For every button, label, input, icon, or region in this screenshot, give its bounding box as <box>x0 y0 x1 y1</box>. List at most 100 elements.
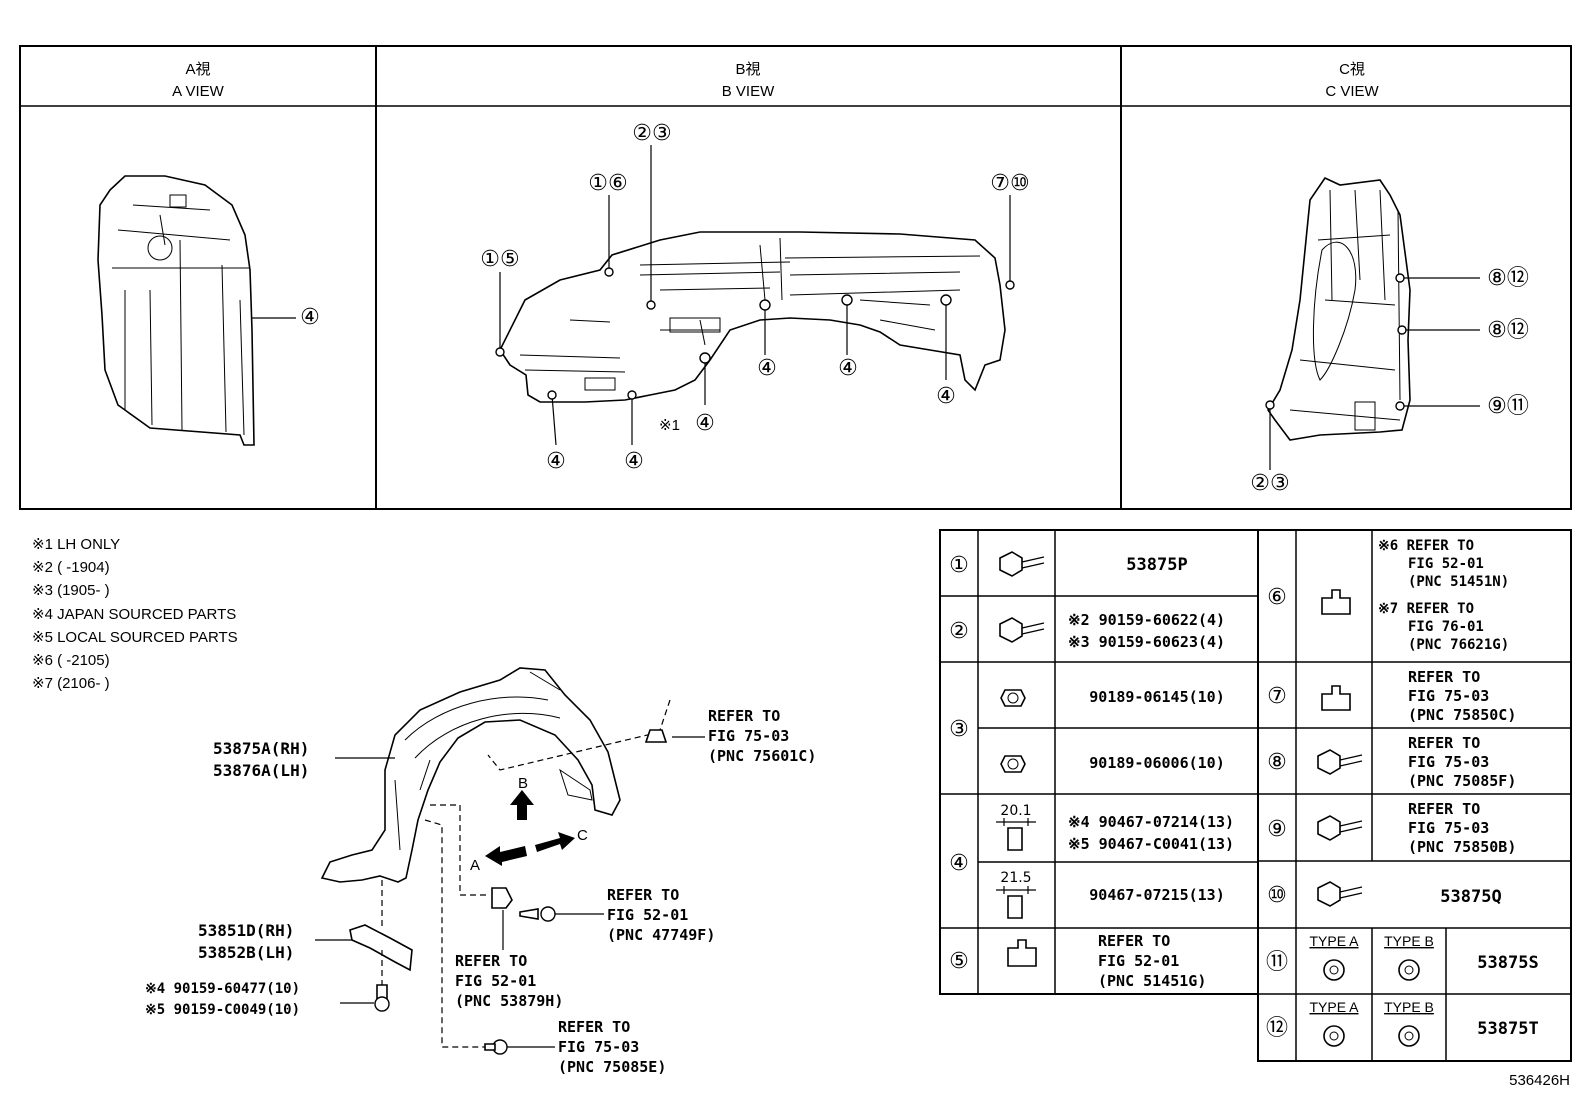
bolt-icon <box>1317 815 1363 841</box>
table-row-4-dim-2: 21.5 <box>1000 870 1031 886</box>
clip-icon <box>1323 1025 1345 1047</box>
table-row-12-part: 53875T <box>1477 1019 1538 1039</box>
callout-b-4-e: ④ <box>936 384 956 409</box>
view-a-jp: A視 <box>185 61 210 78</box>
callout-b-4-f: ④ <box>695 411 715 436</box>
arrow-a <box>485 846 527 866</box>
note-1: ※1 LH ONLY <box>32 536 120 553</box>
table-row-9-num: ⑨ <box>1267 817 1287 842</box>
callout-b-4-b: ④ <box>624 449 644 474</box>
ref-47749f-l2: FIG 52-01 <box>607 906 688 924</box>
note-5: ※5 LOCAL SOURCED PARTS <box>32 629 238 646</box>
table-row-3-num: ③ <box>949 717 969 742</box>
a-view-drawing: ④ <box>97 175 320 446</box>
parts-table-right <box>1257 529 1572 1062</box>
note-4: ※4 JAPAN SOURCED PARTS <box>32 606 236 623</box>
callout-b-star1: ※1 <box>659 417 680 434</box>
bolt-label-1: ※4 90159-60477(10) <box>145 981 300 997</box>
table-row-6-num: ⑥ <box>1267 585 1287 610</box>
callout-c-8-12-b: ⑧⑫ <box>1487 318 1529 343</box>
arrow-a-label: A <box>470 857 480 874</box>
table-row-11-type-b: TYPE B <box>1384 933 1434 949</box>
table-row-10-num: ⑩ <box>1267 883 1287 908</box>
table-row-11-num: ⑪ <box>1266 950 1288 975</box>
note-3: ※3 (1905- ) <box>32 582 110 599</box>
callout-b-2-3: ②③ <box>632 121 671 146</box>
callout-b-4-d: ④ <box>838 356 858 381</box>
note-7: ※7 (2106- ) <box>32 675 110 692</box>
clip-icon <box>1007 939 1037 967</box>
bolt-icon <box>1317 881 1363 907</box>
ref-47749f-l1: REFER TO <box>607 886 679 904</box>
table-row-7-ref-1: REFER TO <box>1408 668 1480 686</box>
bolt-icon <box>999 617 1045 643</box>
ref-75601c-l2: FIG 75-03 <box>708 727 789 745</box>
table-row-8-ref-2: FIG 75-03 <box>1408 753 1489 771</box>
view-c-en: C VIEW <box>1325 83 1379 100</box>
table-row-2-part-2: ※3 90159-60623(4) <box>1068 633 1225 651</box>
table-row-2-num: ② <box>949 619 969 644</box>
table-row-8-ref-3: (PNC 75085F) <box>1408 772 1516 790</box>
callout-c-8-12-a: ⑧⑫ <box>1487 266 1529 291</box>
table-row-9-ref-2: FIG 75-03 <box>1408 819 1489 837</box>
arrow-c-label: C <box>577 827 588 844</box>
clip-icon <box>1000 755 1026 773</box>
ref-53879h-l3: (PNC 53879H) <box>455 992 563 1010</box>
parts-table-left <box>939 529 1259 995</box>
callout-b-4-c: ④ <box>757 356 777 381</box>
ref-75085e-l3: (PNC 75085E) <box>558 1058 666 1076</box>
table-row-3-part-2: 90189-06006(10) <box>1089 754 1224 772</box>
table-row-5-num: ⑤ <box>949 949 969 974</box>
clip-icon <box>1000 689 1026 707</box>
note-2: ※2 ( -1904) <box>32 559 110 576</box>
callout-c-2-3: ②③ <box>1250 471 1289 496</box>
table-row-1-num: ① <box>949 553 969 578</box>
callout-b-7-10: ⑦⑩ <box>990 171 1029 196</box>
table-row-6-ref1-3: (PNC 51451N) <box>1408 574 1509 590</box>
view-b-jp: B視 <box>735 61 760 78</box>
table-row-12-type-b: TYPE B <box>1384 999 1434 1015</box>
table-row-7-num: ⑦ <box>1267 684 1287 709</box>
b-view-drawing: ①⑤ ①⑥ ②③ ⑦⑩ ④ ④ ④ ④ ④ ④ ※1 <box>480 121 1029 474</box>
grommet-icon <box>996 818 1036 851</box>
view-b-en: B VIEW <box>722 83 775 100</box>
note-6: ※6 ( -2105) <box>32 652 110 669</box>
table-row-6-ref1-2: FIG 52-01 <box>1408 556 1484 572</box>
table-row-5-ref-1: REFER TO <box>1098 932 1170 950</box>
bolt-icon <box>999 551 1045 577</box>
clip-icon <box>1398 959 1420 981</box>
table-row-12-num: ⑫ <box>1266 1016 1288 1041</box>
callout-b-1-6: ①⑥ <box>588 171 627 196</box>
arrow-b <box>510 790 534 820</box>
table-row-4-part-3: 90467-07215(13) <box>1089 886 1224 904</box>
table-row-10-part: 53875Q <box>1440 887 1501 907</box>
table-row-11-part: 53875S <box>1477 953 1538 973</box>
table-row-7-ref-2: FIG 75-03 <box>1408 687 1489 705</box>
figure-id: 536426H <box>1509 1072 1570 1089</box>
view-c-jp: C視 <box>1339 61 1365 78</box>
liner-rh-label: 53875A(RH) <box>213 739 309 758</box>
table-row-11-type-a: TYPE A <box>1309 933 1359 949</box>
table-row-4-part-2: ※5 90467-C0041(13) <box>1068 835 1234 853</box>
seal-lh-label: 53852B(LH) <box>198 943 294 962</box>
table-row-4-num: ④ <box>949 851 969 876</box>
c-view-drawing: ⑧⑫ ⑧⑫ ⑨⑪ ②③ <box>1250 176 1529 496</box>
clip-icon <box>1321 685 1351 711</box>
clip-icon <box>1398 1025 1420 1047</box>
callout-b-4-a: ④ <box>546 449 566 474</box>
callout-c-9-11: ⑨⑪ <box>1487 394 1529 419</box>
table-row-8-num: ⑧ <box>1267 750 1287 775</box>
arrow-c <box>535 832 575 852</box>
view-a-en: A VIEW <box>172 83 225 100</box>
table-row-9-ref-1: REFER TO <box>1408 800 1480 818</box>
ref-53879h-l1: REFER TO <box>455 952 527 970</box>
ref-75085e-l1: REFER TO <box>558 1018 630 1036</box>
notes-list: ※1 LH ONLY ※2 ( -1904) ※3 (1905- ) ※4 JA… <box>32 536 238 692</box>
clip-icon <box>1321 589 1351 615</box>
ref-75601c-l3: (PNC 75601C) <box>708 747 816 765</box>
table-row-4-dim-1: 20.1 <box>1000 803 1031 819</box>
callout-a-4: ④ <box>300 305 320 330</box>
bolt-label-2: ※5 90159-C0049(10) <box>145 1002 300 1018</box>
ref-75085e-l2: FIG 75-03 <box>558 1038 639 1056</box>
table-row-9-ref-3: (PNC 75850B) <box>1408 838 1516 856</box>
